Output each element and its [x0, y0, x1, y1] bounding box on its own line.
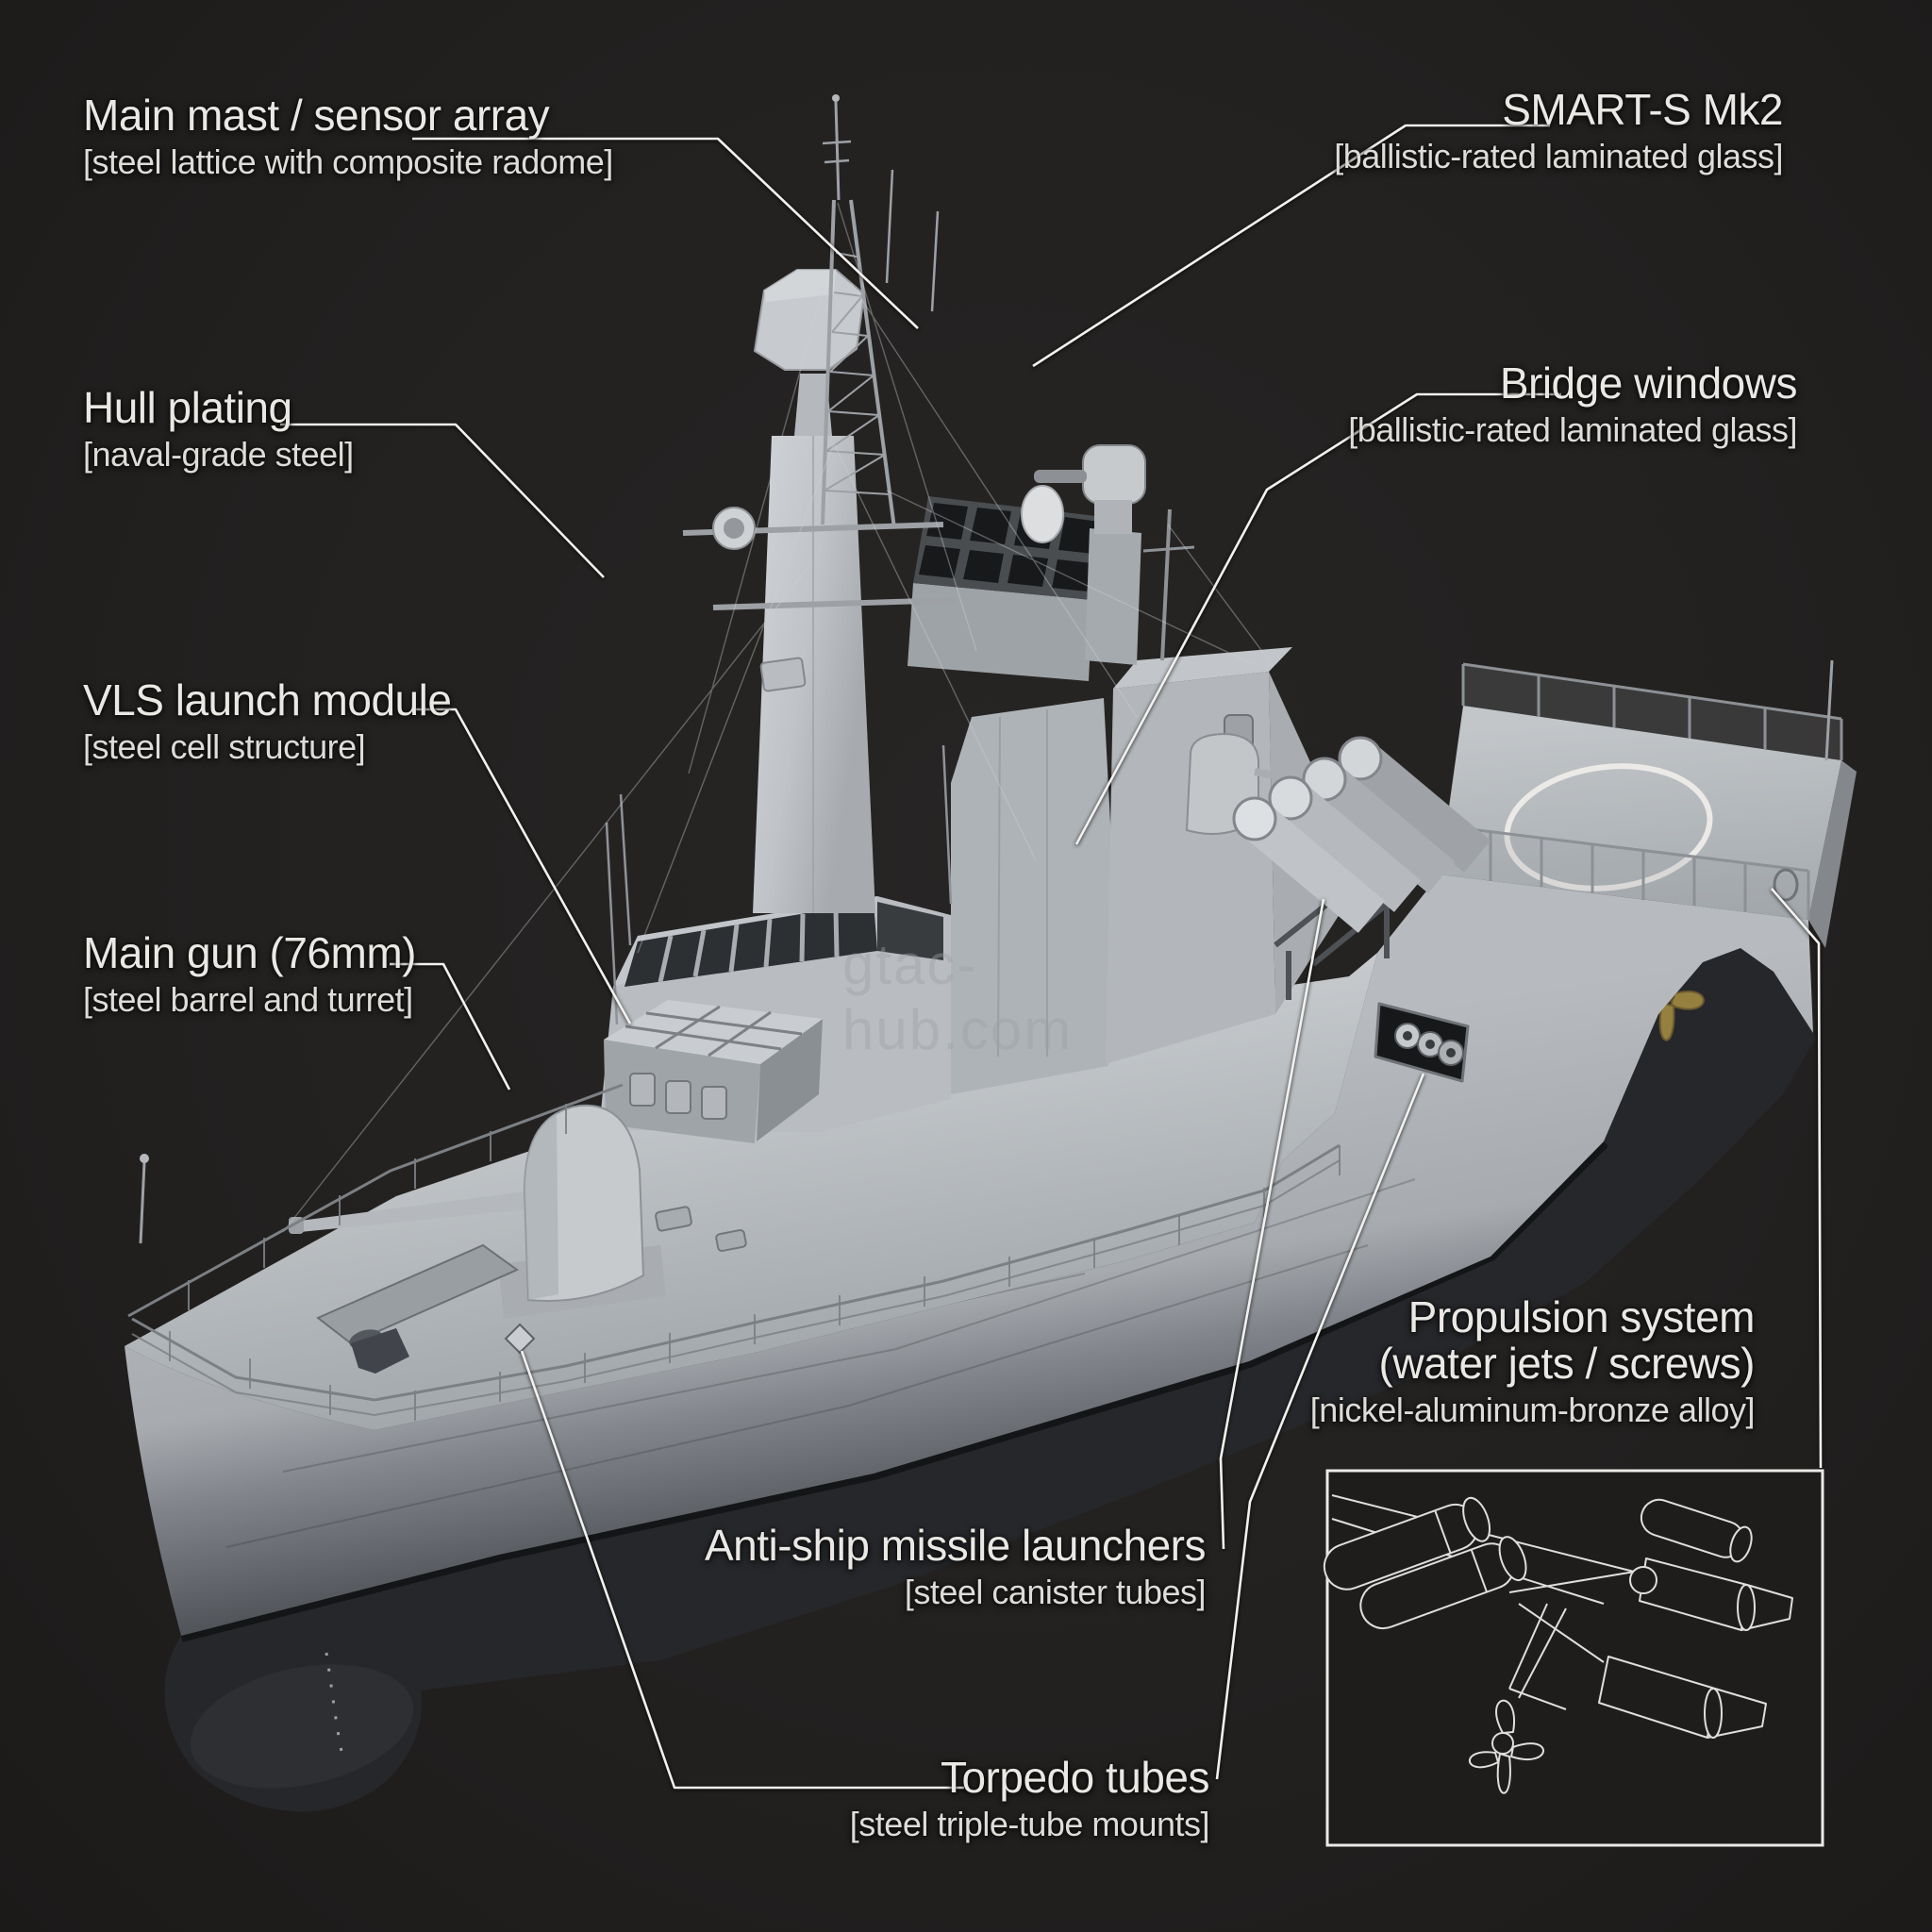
helideck-rail-far: [1463, 664, 1841, 760]
radome-neck: [794, 374, 832, 436]
aft-mast: [1160, 508, 1172, 661]
label-main-mast-subtitle: [steel lattice with composite radome]: [83, 142, 613, 181]
label-main-mast-title: Main mast / sensor array: [83, 91, 550, 140]
main-mast-tower: [682, 269, 956, 913]
label-main-gun-subtitle: [steel barrel and turret]: [83, 979, 413, 1019]
label-hull-plating-subtitle: [naval-grade steel]: [83, 434, 354, 474]
label-hull-plating: Hull plating [naval-grade steel]: [83, 385, 354, 473]
vls-grid: [625, 1005, 803, 1058]
mast-sensor-box: [759, 657, 807, 692]
leader-torpedo-left: [520, 1350, 964, 1790]
gun-barrel: [300, 1187, 564, 1232]
ciws-base: [1094, 500, 1132, 534]
deck-hatch: [715, 1228, 747, 1253]
leader-hull-plating: [280, 423, 605, 578]
deck-hatch: [655, 1206, 692, 1232]
bridge-window-mullions: [658, 908, 840, 983]
bulbous-bow-highlight: [190, 1664, 414, 1789]
missile-canisters: [1232, 736, 1491, 1000]
vls-access-hatch: [665, 1080, 691, 1114]
vls-right-face: [757, 1019, 823, 1141]
bridge-corner-window: [877, 902, 943, 960]
label-torpedo-subtitle: [steel triple-tube mounts]: [849, 1804, 1210, 1843]
mid-deckhouse: [951, 698, 1113, 1094]
funnel-casing: [908, 583, 1092, 681]
helideck-rail-far-posts: [1461, 662, 1843, 760]
whip-antennas: [605, 744, 953, 1025]
radome-facet: [764, 270, 836, 302]
label-anti-ship-title: Anti-ship missile launchers: [704, 1521, 1207, 1570]
propulsion-inset: [1323, 1469, 1824, 1847]
bridge-windows-band: [625, 902, 877, 987]
searchlight-lens: [724, 518, 744, 539]
jackstaff-ball: [140, 1154, 149, 1163]
helideck-rail-near: [1440, 825, 1808, 920]
leader-vls: [415, 708, 632, 1024]
leader-propulsion: [1771, 888, 1823, 1469]
torpedo-tube-recess: [1374, 1002, 1470, 1083]
label-propulsion-subtitle: [nickel-aluminum-bronze alloy]: [1309, 1390, 1756, 1429]
gun-turret-shade: [525, 1113, 558, 1300]
label-propulsion: Propulsion system (water jets / screws) …: [1309, 1292, 1756, 1429]
leader-anti-ship: [1219, 898, 1325, 1550]
label-vls-subtitle: [steel cell structure]: [83, 726, 366, 766]
yardarm-lower: [712, 597, 956, 610]
ciws-barrels: [1034, 470, 1087, 483]
label-propulsion-line2: (water jets / screws): [1378, 1338, 1756, 1388]
label-smart-s: SMART-S Mk2 [ballistic-rated laminated g…: [1334, 87, 1783, 175]
label-smart-s-subtitle: [ballistic-rated laminated glass]: [1334, 136, 1783, 175]
ensign-staff: [1824, 659, 1834, 761]
funnel-grid-cells: [919, 503, 1099, 591]
aft-deckhouse-roof: [1113, 647, 1292, 689]
vls-access-hatch: [701, 1086, 727, 1120]
aft-mast-yard: [1142, 545, 1195, 553]
label-main-gun-title: Main gun (76mm): [83, 928, 416, 977]
label-bridge-windows-title: Bridge windows: [1499, 358, 1798, 408]
label-torpedo: Torpedo tubes [steel triple-tube mounts]: [849, 1753, 1210, 1843]
stern-transom: [1808, 760, 1857, 948]
draft-marks: [325, 1652, 345, 1761]
anchor: [351, 1328, 409, 1374]
ciws-pedestal: [1085, 528, 1141, 665]
stern-fairlead: [1773, 868, 1799, 902]
rigging-stays: [282, 202, 1270, 1233]
leader-torpedo-right: [1215, 1073, 1425, 1780]
watermark: gtac-hub.com: [842, 933, 1074, 1061]
lattice-mast: [821, 94, 940, 529]
bow-railings: [127, 1083, 1341, 1421]
vls-module: [604, 1000, 823, 1143]
label-torpedo-title: Torpedo tubes: [940, 1753, 1210, 1802]
label-main-gun: Main gun (76mm) [steel barrel and turret…: [83, 930, 416, 1018]
label-propulsion-title: Propulsion system: [1407, 1292, 1756, 1341]
helideck-circle-marking: [1504, 763, 1713, 891]
vls-access-hatch: [629, 1073, 656, 1107]
label-smart-s-title: SMART-S Mk2: [1502, 85, 1783, 134]
diamond-hatch: [504, 1323, 536, 1355]
label-vls-title: VLS launch module: [83, 675, 452, 724]
label-vls: VLS launch module [steel cell structure]: [83, 675, 452, 766]
leader-smart-s: [1032, 124, 1550, 368]
nav-radome: [1021, 485, 1064, 543]
hull-side: [125, 874, 1813, 1636]
jackstaff: [139, 1161, 146, 1244]
breakwater: [316, 1243, 519, 1345]
leader-main-mast: [412, 137, 919, 329]
label-main-mast: Main mast / sensor array [steel lattice …: [83, 92, 613, 180]
inset-line-art: [1323, 1494, 1793, 1794]
label-bridge-windows: Bridge windows [ballistic-rated laminate…: [1348, 360, 1797, 448]
warship: [125, 94, 1857, 1812]
label-anti-ship: Anti-ship missile launchers [steel canis…: [704, 1521, 1207, 1611]
ciws-mount: [1082, 444, 1146, 505]
label-anti-ship-subtitle: [steel canister tubes]: [904, 1572, 1207, 1611]
label-hull-plating-title: Hull plating: [83, 383, 292, 432]
leader-bridge-windows: [1074, 392, 1561, 845]
leader-main-gun: [390, 962, 511, 1091]
leader-lines: [280, 124, 1823, 1790]
mid-deckhouse-lines: [997, 709, 1048, 1058]
underwater-hull: [164, 948, 1816, 1812]
label-bridge-windows-subtitle: [ballistic-rated laminated glass]: [1348, 409, 1797, 449]
